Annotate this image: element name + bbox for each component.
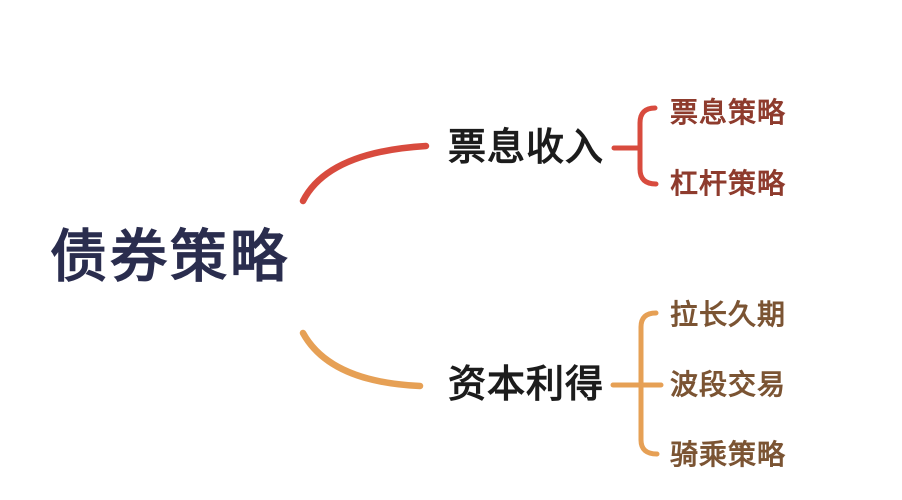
root-node-bond-strategy: 债券策略	[50, 225, 290, 289]
coupon-brace	[637, 105, 659, 187]
child-node-swing-trading: 波段交易	[670, 369, 787, 400]
branch-node-coupon-income: 票息收入	[448, 127, 605, 169]
capital-branch-curve	[299, 329, 424, 390]
coupon-branch-curve	[299, 142, 430, 205]
capital-brace	[638, 310, 660, 457]
child-node-lengthen-duration: 拉长久期	[670, 299, 787, 330]
child-node-leverage-strategy: 杠杆策略	[670, 168, 787, 199]
child-node-coupon-strategy: 票息策略	[670, 97, 787, 128]
branch-node-capital-gains: 资本利得	[448, 364, 605, 406]
child-node-riding-strategy: 骑乘策略	[670, 439, 787, 470]
